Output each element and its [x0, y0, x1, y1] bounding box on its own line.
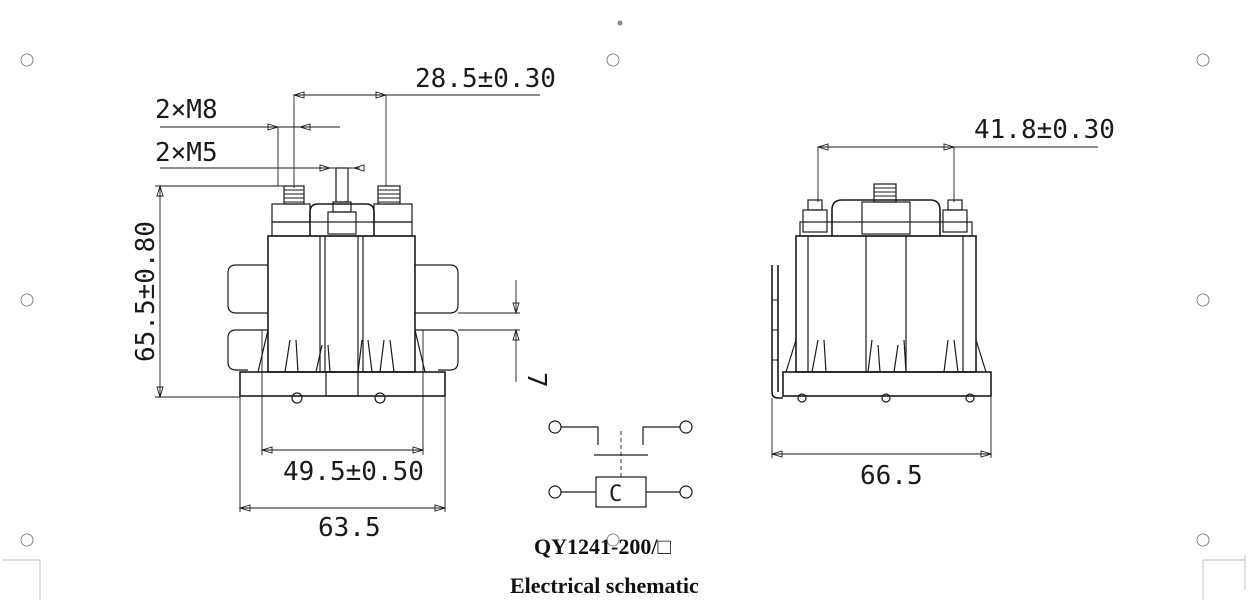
rotate-handle[interactable]: [617, 20, 623, 26]
schematic-title: Electrical schematic: [510, 573, 699, 598]
selection-handles[interactable]: [20, 20, 1210, 547]
handle-mid-right[interactable]: [1196, 293, 1210, 307]
thread-m8-label: 2×M8: [155, 95, 218, 125]
handle-mid-left[interactable]: [20, 293, 34, 307]
contactor-front-view: [227, 167, 459, 404]
side-view-dimensions: 41.8±0.30 66.5: [770, 115, 1115, 491]
right-mount-ear-lower: [415, 329, 459, 371]
contactor-side-view: [771, 183, 992, 403]
center-bridge: [309, 203, 375, 236]
side-base-plate: [782, 371, 992, 397]
right-mount-ear-upper: [415, 264, 459, 314]
front-view-dimensions: 28.5±0.30 2×M8 2×M5 65.5±0.80 49.5±0.50 …: [131, 64, 556, 543]
base-plate: [239, 371, 446, 397]
electrical-schematic: C: [548, 420, 693, 508]
dim-41-8-label: 41.8±0.30: [974, 115, 1115, 145]
coil-label: C: [609, 482, 622, 507]
page-corner-marks: [2, 555, 1246, 600]
dim-28-5-label: 28.5±0.30: [415, 64, 556, 94]
dim-65-5-label: 65.5±0.80: [131, 221, 161, 362]
dim-7-label: 7: [521, 372, 551, 388]
body: [267, 235, 416, 373]
handle-bottom-left[interactable]: [20, 533, 34, 547]
dim-63-5-label: 63.5: [318, 513, 381, 543]
handle-top-right[interactable]: [1196, 53, 1210, 67]
top-cap: [271, 221, 413, 237]
thread-m5-label: 2×M5: [155, 138, 218, 168]
dim-49-5-label: 49.5±0.50: [283, 457, 424, 487]
dim-66-5-label: 66.5: [860, 461, 923, 491]
mounting-bracket: [771, 265, 783, 399]
ribs: [257, 329, 426, 373]
contact-left: [561, 426, 599, 445]
contact-right: [642, 426, 680, 445]
side-body: [795, 235, 977, 373]
handle-top-left[interactable]: [20, 53, 34, 67]
handle-bottom-right[interactable]: [1196, 533, 1210, 547]
model-label: QY1241-200/□: [534, 534, 671, 559]
left-mount-ear-lower: [227, 329, 268, 371]
handle-bottom-center[interactable]: [606, 533, 620, 547]
left-mount-ear-upper: [227, 264, 268, 314]
coil-box: [595, 476, 647, 508]
handle-top-center[interactable]: [606, 53, 620, 67]
